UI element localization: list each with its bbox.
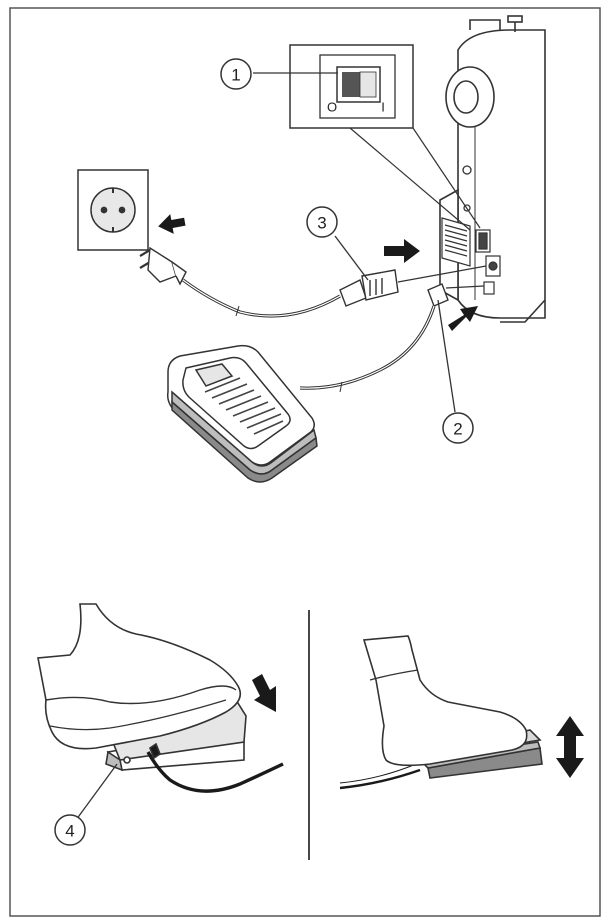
callout-4: 4: [54, 814, 86, 846]
callout-1-label: 1: [231, 66, 240, 85]
foot-outline: [362, 635, 528, 767]
pedal-right-cord: [339, 768, 421, 790]
socket-panel: [441, 217, 501, 295]
shoe-outline: [37, 603, 242, 750]
pedal-socket-on-machine: [483, 281, 495, 295]
cord-connector: [339, 269, 399, 307]
switch-inset: O I: [289, 44, 481, 231]
callout-4-leader: [75, 763, 118, 821]
machine-screw-1: [462, 165, 472, 175]
plug-head: [147, 246, 177, 283]
foot-controller-top: [166, 344, 318, 483]
connector-to-socket-line: [397, 265, 487, 283]
power-cord: [182, 278, 341, 318]
rocker-switch-on-side: [359, 71, 377, 98]
callout-3-label: 3: [317, 214, 326, 233]
wall-outlet: [77, 169, 149, 251]
switch-on-mark: I: [381, 100, 385, 115]
inset-leader-2: [412, 127, 481, 229]
connector-neck: [339, 279, 367, 307]
pedal-plug-head: [427, 283, 449, 307]
sock-cuff-line: [369, 669, 419, 681]
callout-2-label: 2: [453, 420, 462, 439]
machine-screw-2: [463, 204, 471, 212]
up-down-arrow: [556, 716, 584, 778]
inset-leader-1: [349, 127, 471, 231]
shoe-pressing-pedal: [37, 603, 284, 793]
callout-2-leader: [437, 299, 456, 413]
callout-2: 2: [442, 412, 474, 444]
switch-off-mark: O: [327, 100, 337, 115]
handwheel-inner: [453, 80, 479, 114]
callout-4-label: 4: [65, 822, 74, 841]
callout-3: 3: [306, 206, 338, 238]
arrow-to-pedal-socket: [448, 306, 478, 331]
frame-border: [9, 7, 601, 917]
arrow-to-machine-socket: [384, 239, 420, 263]
press-arrow: [252, 674, 276, 712]
foot-on-pedal: [339, 635, 543, 790]
pedal-side-cord: [146, 751, 284, 793]
connector-body: [361, 269, 399, 301]
machine-base-edge: [500, 299, 546, 323]
shoe-welt-line: [45, 685, 237, 705]
arrow-to-outlet: [158, 214, 186, 234]
pedal-plug: [427, 283, 485, 307]
callout-3-leader: [334, 235, 369, 281]
machine-top-spool: [469, 19, 501, 30]
power-plug: [139, 246, 187, 286]
outlet-socket: [90, 187, 136, 233]
callout-1: 1: [220, 58, 252, 90]
handwheel: [445, 66, 495, 128]
rocker-switch-off-side: [342, 72, 360, 97]
machine-spool-cap: [507, 15, 523, 23]
pedal-label-area: [194, 363, 234, 387]
